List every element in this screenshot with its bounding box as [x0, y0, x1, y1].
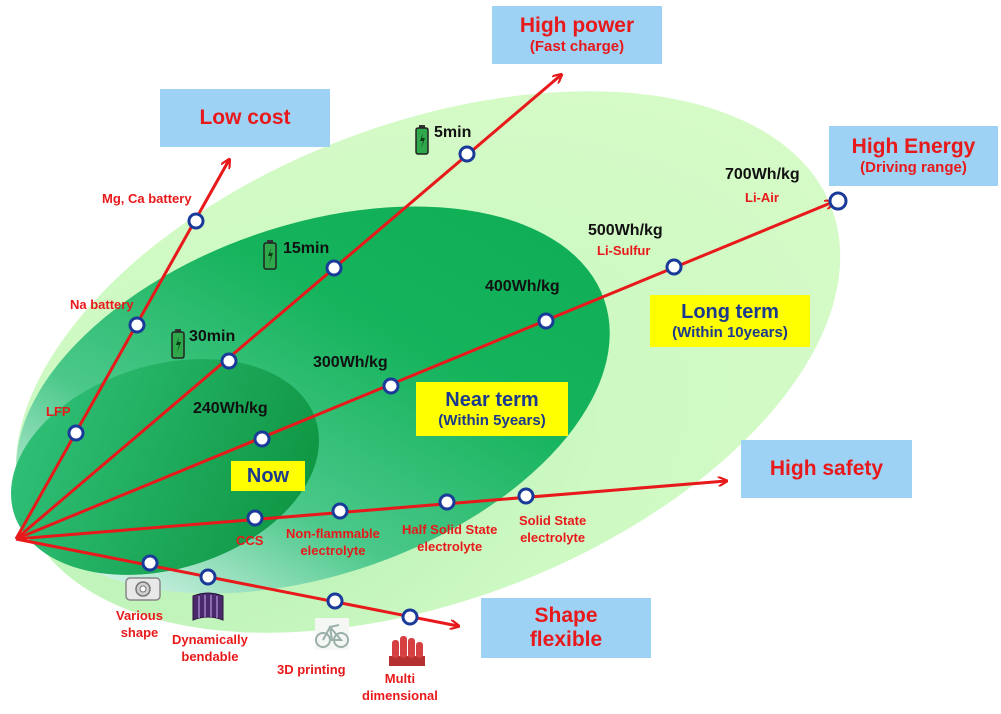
goal-high-power-sublabel: (Fast charge): [529, 38, 625, 55]
goal-low-cost: Low cost: [160, 89, 330, 147]
goal-shape-flexible-label: Shape flexible: [529, 604, 603, 651]
label-mg-ca-battery: Mg, Ca battery: [102, 191, 192, 206]
label-700wh: 700Wh/kg: [725, 166, 800, 183]
term-long-sublabel: (Within 10years): [672, 323, 788, 341]
label-500wh: 500Wh/kg: [588, 222, 663, 239]
node-ccs: [246, 509, 264, 527]
node-half-solid: [438, 493, 456, 511]
node-3d-printing: [326, 592, 344, 610]
goal-high-power-label: High power: [519, 14, 635, 37]
label-multi-dimensional: Multi dimensional: [362, 671, 438, 703]
node-15min: [325, 259, 343, 277]
label-5min: 5min: [434, 124, 472, 141]
node-multi-dimensional: [401, 608, 419, 626]
goal-low-cost-label: Low cost: [199, 106, 291, 129]
node-30min: [220, 352, 238, 370]
label-15min: 15min: [283, 240, 330, 257]
node-300wh: [382, 377, 400, 395]
goal-high-safety-label: High safety: [769, 457, 884, 480]
term-long-label: Long term: [681, 300, 779, 323]
node-na-battery: [128, 316, 146, 334]
label-lfp: LFP: [46, 404, 71, 419]
arrow-shape-flexible: [15, 537, 458, 626]
goal-high-safety: High safety: [741, 440, 912, 498]
goal-high-energy: High Energy (Driving range): [829, 126, 998, 186]
battery-charging-icon: [171, 329, 185, 364]
label-240wh: 240Wh/kg: [193, 400, 268, 417]
node-mg-ca-battery: [187, 212, 205, 230]
node-bendable: [199, 568, 217, 586]
label-solid-state: Solid State electrolyte: [519, 513, 587, 545]
term-long: Long term (Within 10years): [650, 295, 810, 347]
node-various-shape: [141, 554, 159, 572]
term-near-label: Near term: [445, 388, 539, 411]
various-shape-cell-icon: [124, 574, 162, 609]
label-na-battery: Na battery: [70, 297, 134, 312]
label-30min: 30min: [189, 328, 236, 345]
node-non-flammable: [331, 502, 349, 520]
goal-high-energy-sublabel: (Driving range): [860, 159, 967, 176]
label-li-sulfur: Li-Sulfur: [597, 243, 651, 258]
node-solid-state: [517, 487, 535, 505]
label-ccs: CCS: [236, 533, 264, 548]
node-5min: [458, 145, 476, 163]
goal-high-energy-label: High Energy: [851, 135, 976, 158]
term-near: Near term (Within 5years): [416, 382, 568, 436]
node-240wh: [253, 430, 271, 448]
bendable-battery-icon: [191, 592, 225, 629]
term-near-sublabel: (Within 5years): [438, 411, 546, 429]
multi-dimensional-battery-icon: [387, 634, 427, 673]
arrow-high-energy: [15, 202, 833, 541]
label-half-solid: Half Solid State electrolyte: [402, 522, 498, 554]
label-300wh: 300Wh/kg: [313, 354, 388, 371]
node-500wh: [665, 258, 683, 276]
node-400wh: [537, 312, 555, 330]
battery-charging-icon: [415, 125, 429, 160]
goal-high-power: High power (Fast charge): [492, 6, 662, 64]
node-700wh: [828, 191, 848, 211]
label-non-flammable: Non-flammable electrolyte: [286, 526, 380, 558]
term-now: Now: [231, 461, 305, 491]
term-now-label: Now: [246, 464, 290, 487]
node-lfp: [67, 424, 85, 442]
battery-charging-icon: [263, 240, 277, 275]
arrow-high-safety: [15, 481, 726, 541]
milestone-nodes: [67, 145, 848, 626]
label-400wh: 400Wh/kg: [485, 278, 560, 295]
label-bendable: Dynamically bendable: [172, 632, 248, 664]
label-various-shape: Various shape: [116, 608, 163, 640]
3d-printed-bike-icon: [314, 617, 350, 656]
label-li-air: Li-Air: [745, 190, 779, 205]
goal-shape-flexible: Shape flexible: [481, 598, 651, 658]
label-3d-printing: 3D printing: [277, 662, 346, 677]
